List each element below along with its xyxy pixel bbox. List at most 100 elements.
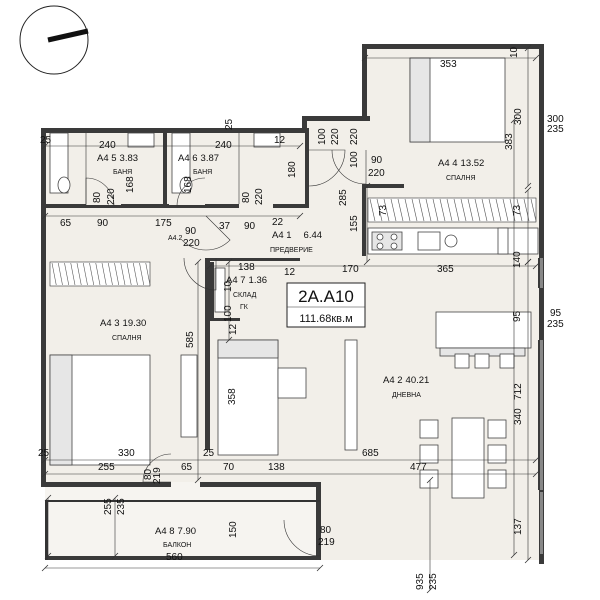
dimension-label: 12 bbox=[228, 323, 239, 335]
dresser bbox=[180, 354, 198, 438]
dimension-label: 65 bbox=[181, 462, 193, 473]
dimension-label: 80 bbox=[92, 191, 103, 203]
wall-segment bbox=[305, 128, 309, 208]
wardrobe bbox=[367, 197, 537, 223]
apartment-code: 2А.А10 bbox=[298, 287, 354, 306]
dimension-label: 25 bbox=[38, 448, 50, 459]
apartment-area: 111.68кв.м bbox=[299, 313, 352, 325]
dining-chair bbox=[487, 419, 507, 439]
dimension-label: 137 bbox=[513, 518, 524, 535]
dimension-label: 353 bbox=[440, 59, 457, 70]
svg-text:А4 87.90: А4 87.90 bbox=[155, 526, 196, 537]
dimension-label: 100 bbox=[223, 305, 234, 322]
dimension-label: 25 bbox=[40, 135, 52, 146]
dimension-label: 170 bbox=[342, 264, 359, 275]
dimension-label: 90 bbox=[97, 218, 109, 229]
burner bbox=[390, 242, 398, 250]
dimension-label: 140 bbox=[512, 251, 523, 268]
dimension-label: 180 bbox=[287, 161, 298, 178]
wardrobe-hatch bbox=[114, 262, 120, 286]
dimension-tick bbox=[296, 142, 304, 150]
dimension-label: 712 bbox=[513, 383, 524, 400]
dimension-label: 285 bbox=[338, 189, 349, 206]
dimension-tick bbox=[426, 476, 434, 484]
dimension-tick bbox=[225, 258, 233, 266]
dimension-tick bbox=[510, 551, 518, 559]
dimension-label: 220 bbox=[254, 188, 265, 205]
dimension-label: 168 bbox=[125, 176, 136, 193]
window-glazing bbox=[540, 492, 543, 554]
room-code: А4 1 bbox=[272, 230, 292, 241]
dimension-tick bbox=[225, 336, 233, 344]
dimension-tick bbox=[44, 494, 52, 502]
room-code: А4 7 bbox=[226, 275, 246, 286]
dimension-tick bbox=[524, 258, 532, 266]
dimension-label: 935 bbox=[415, 573, 426, 590]
wardrobe-hatch bbox=[432, 198, 439, 222]
wall-segment bbox=[273, 204, 308, 208]
dimension-label: 12 bbox=[274, 135, 286, 146]
dimension-label: 80 bbox=[241, 191, 252, 203]
room-area: 40.21 bbox=[406, 375, 430, 386]
room-area: 13.52 bbox=[461, 158, 485, 169]
marker-label: А4.2 bbox=[168, 235, 183, 242]
wardrobe-hatch bbox=[397, 198, 404, 222]
dimension-label: 300 bbox=[513, 108, 524, 125]
dimension-label: 300 bbox=[547, 114, 564, 125]
room-code: А4 6 bbox=[178, 153, 198, 164]
wardrobe-hatch bbox=[132, 262, 138, 286]
wardrobe-hatch bbox=[57, 262, 63, 286]
bar-stool bbox=[454, 353, 470, 369]
svg-text:А4 413.52: А4 413.52 bbox=[438, 158, 484, 169]
apartment-label: 2А.А10 111.68кв.м bbox=[286, 282, 366, 328]
dimension-label: 95 bbox=[550, 308, 562, 319]
wall-segment bbox=[302, 116, 370, 121]
wardrobe-hatch bbox=[76, 262, 82, 286]
room-area: 1.36 bbox=[249, 275, 268, 286]
dimension-label: 219 bbox=[318, 537, 335, 548]
wardrobe-hatch bbox=[404, 198, 411, 222]
dimension-label: 138 bbox=[268, 462, 285, 473]
wardrobe-hatch bbox=[95, 262, 101, 286]
dimension-label: 100 bbox=[317, 128, 328, 145]
dimension-tick bbox=[41, 212, 49, 220]
dimension-tick bbox=[111, 494, 119, 502]
room-area: 6.44 bbox=[304, 230, 323, 241]
dimension-label: 255 bbox=[103, 498, 114, 515]
dimension-label: 240 bbox=[215, 140, 232, 151]
wardrobe-hatch bbox=[495, 198, 502, 222]
fridge bbox=[497, 227, 509, 255]
dimension-tick bbox=[363, 182, 371, 190]
dimension-label: 73 bbox=[378, 204, 389, 216]
dimension-tick bbox=[41, 142, 49, 150]
kitchen-island bbox=[435, 311, 532, 349]
wardrobe-hatch bbox=[530, 198, 537, 222]
bar-stool bbox=[499, 353, 515, 369]
room-area: 7.90 bbox=[178, 526, 197, 537]
dimension-label: 330 bbox=[118, 448, 135, 459]
room-code: А4 2 bbox=[383, 375, 403, 386]
wardrobe-hatch bbox=[82, 262, 88, 286]
dining-chair bbox=[419, 469, 439, 489]
wall-segment bbox=[210, 262, 214, 320]
wall-segment bbox=[41, 205, 211, 208]
dimension-label: 365 bbox=[437, 264, 454, 275]
wardrobe-hatch bbox=[376, 198, 383, 222]
door-swing bbox=[183, 257, 217, 291]
wall-segment bbox=[41, 128, 309, 133]
bed-headboard bbox=[49, 354, 73, 466]
wall-segment bbox=[205, 258, 300, 261]
room-code: А4 3 bbox=[100, 318, 120, 329]
dimension-tick bbox=[194, 476, 202, 484]
dimension-label: 255 bbox=[98, 462, 115, 473]
room-name: СПАЛНЯ bbox=[112, 335, 142, 342]
bed-headboard bbox=[409, 57, 431, 143]
dimension-label: 37 bbox=[219, 221, 231, 232]
toilet bbox=[57, 176, 71, 194]
sofa bbox=[217, 339, 279, 456]
dimension-tick bbox=[41, 456, 49, 464]
room-code: А4 8 bbox=[155, 526, 175, 537]
dimension-label: 150 bbox=[228, 521, 239, 538]
room-name-secondary: ГК bbox=[240, 304, 249, 311]
